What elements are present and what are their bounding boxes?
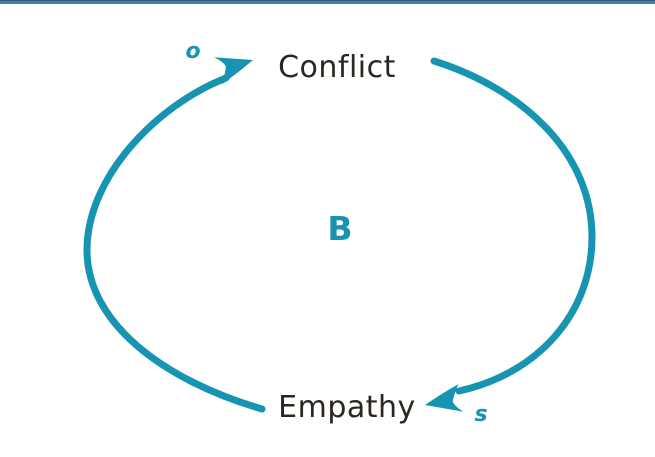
arrowhead-to-conflict-icon xyxy=(214,57,253,85)
loop-type-label: B xyxy=(327,209,352,248)
top-border-bar xyxy=(0,0,655,4)
link-arc-empathy-to-conflict xyxy=(83,74,266,413)
node-label-conflict: Conflict xyxy=(278,50,396,85)
polarity-label-s: s xyxy=(474,402,487,427)
polarity-label-o: o xyxy=(185,39,200,64)
node-label-empathy: Empathy xyxy=(278,390,416,425)
arrowhead-to-empathy-icon xyxy=(425,384,464,412)
link-arc-conflict-to-empathy xyxy=(430,57,596,395)
